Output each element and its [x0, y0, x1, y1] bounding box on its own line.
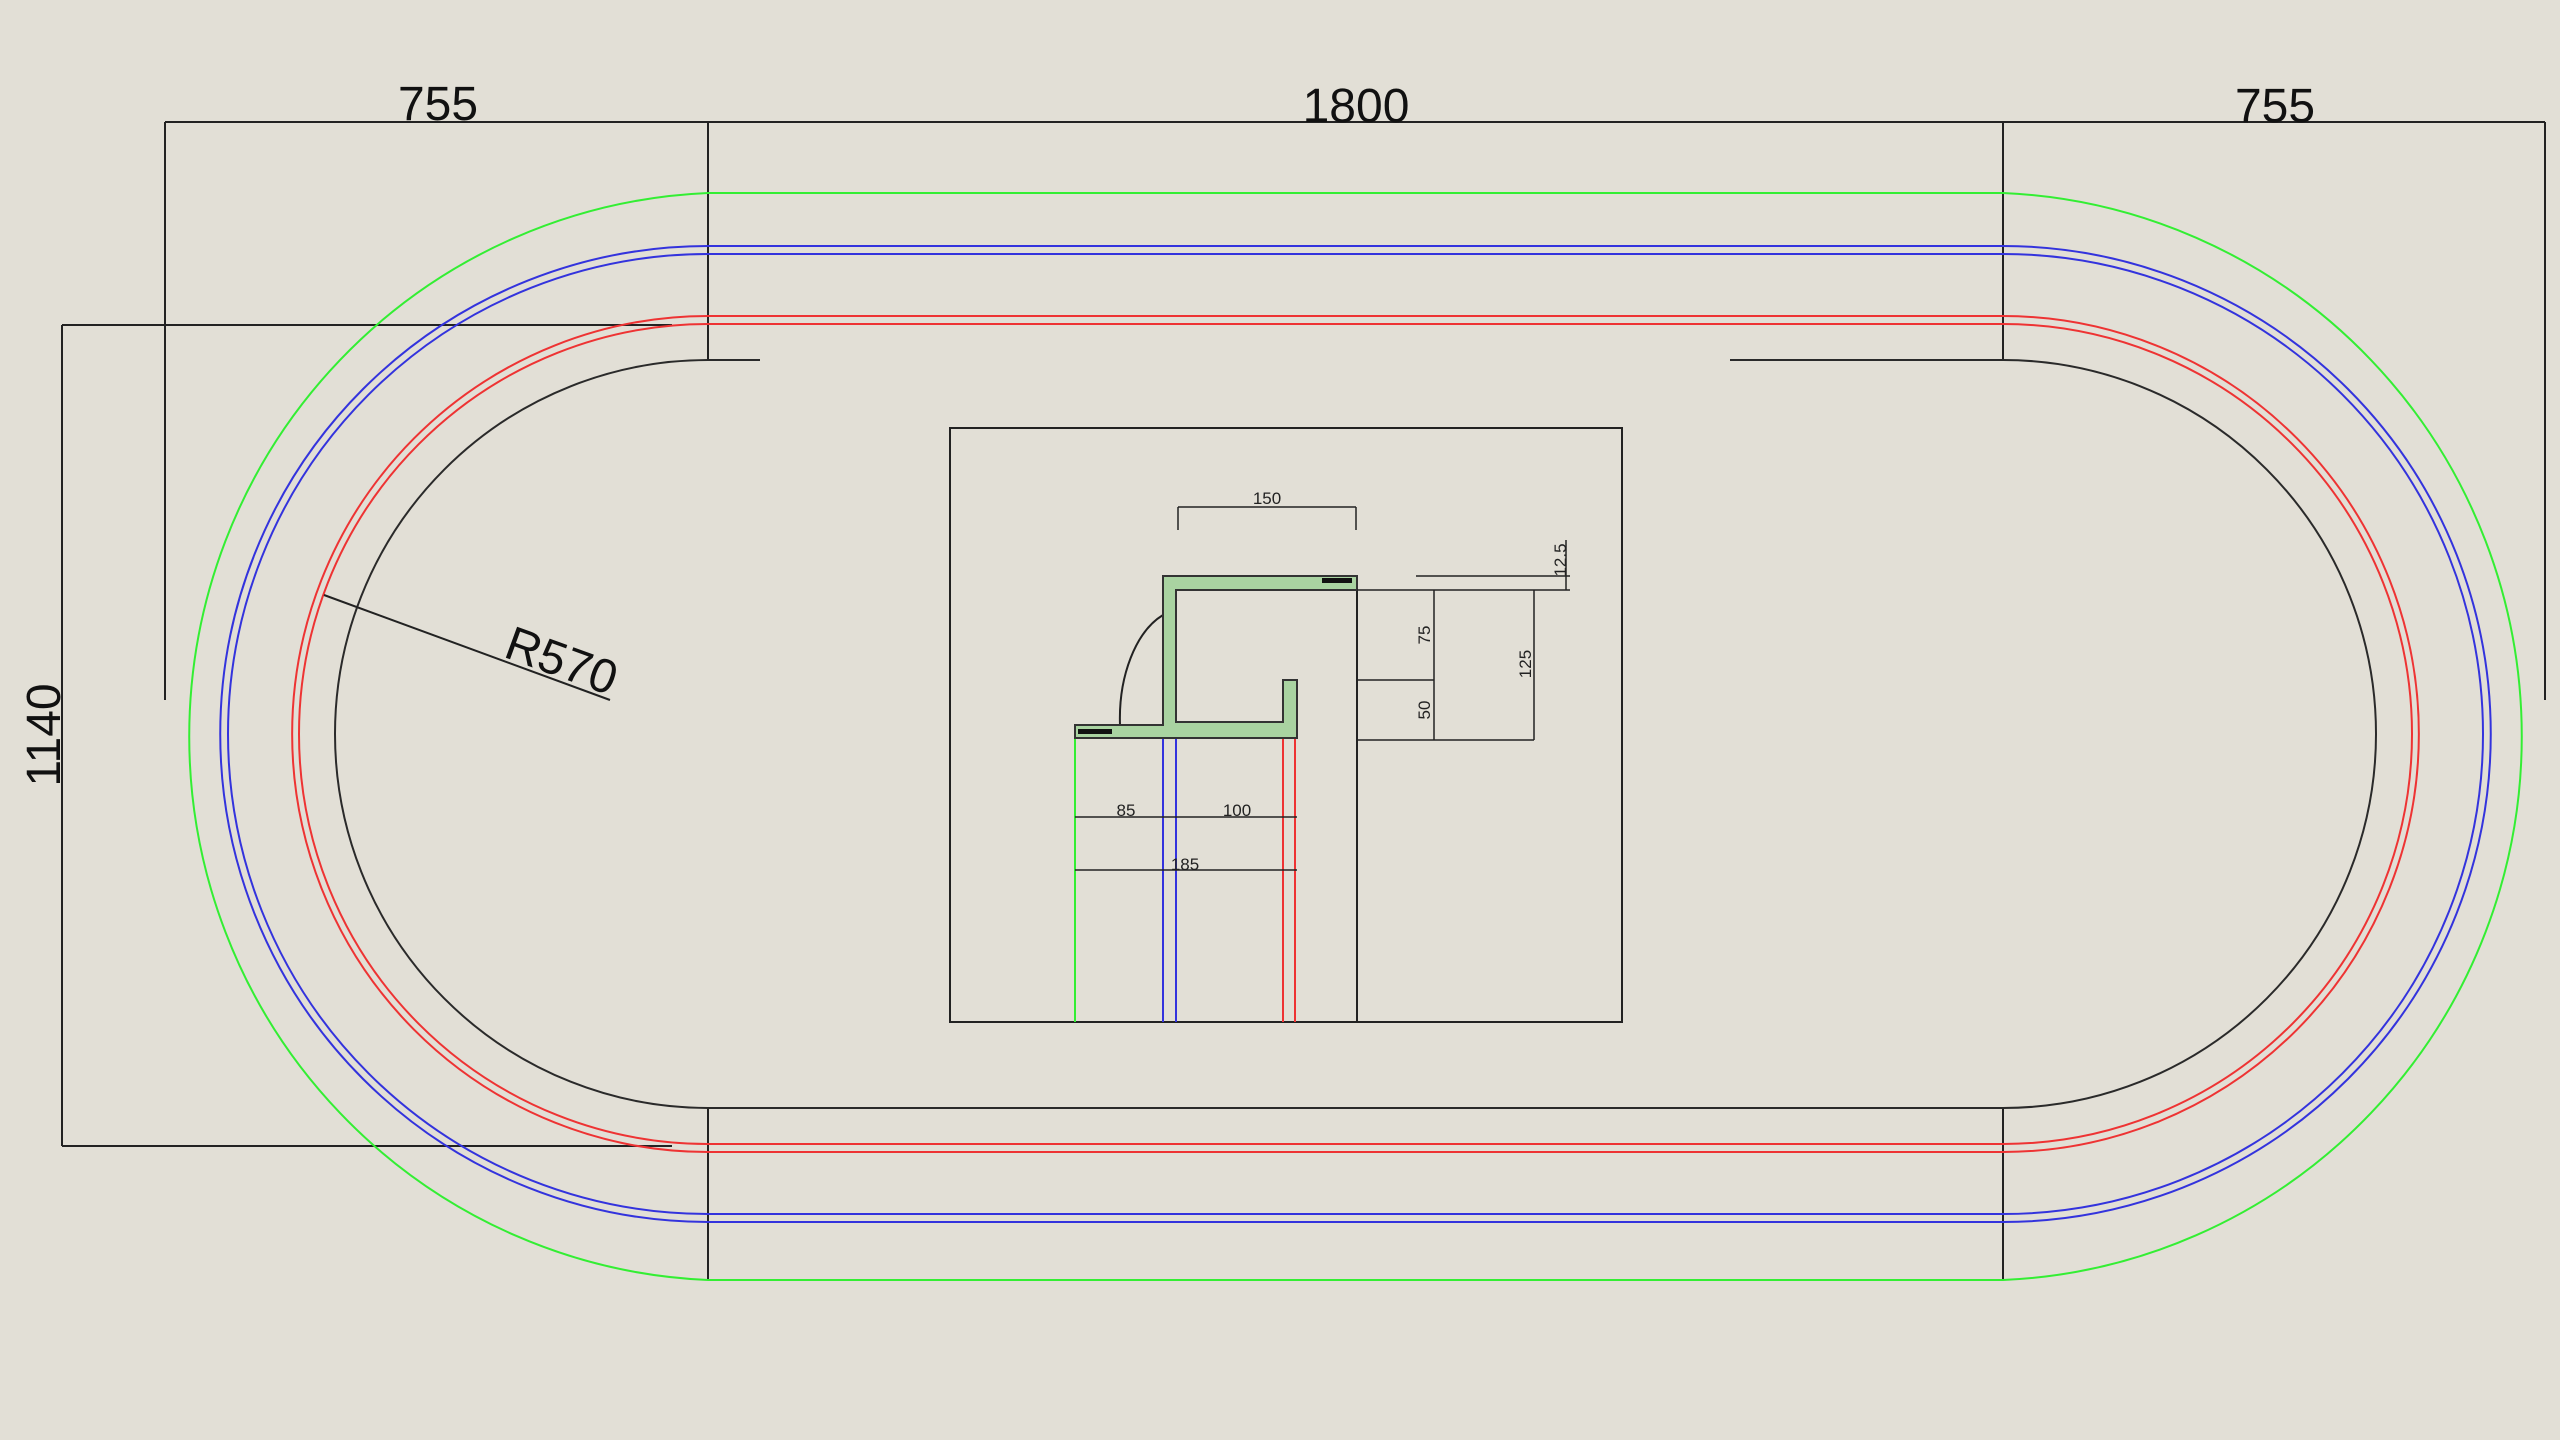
detail-dim-span-total: 185	[1171, 855, 1199, 874]
detail-dim-upper-height: 75	[1415, 626, 1434, 645]
detail-dim-lower-height: 50	[1415, 701, 1434, 720]
detail-dimension-lines	[1075, 506, 1570, 871]
detail-door-arc	[1118, 614, 1164, 726]
middle-track-blue	[219, 245, 2492, 1223]
profile-cap-left	[1078, 729, 1112, 734]
detail-view: 150 12.5 75 50 125 85 100 185	[949, 427, 1623, 1023]
dim-right-width: 755	[2235, 80, 2315, 133]
detail-dim-thickness: 12.5	[1551, 543, 1570, 576]
dim-center-width: 1800	[1303, 80, 1410, 133]
dim-radius: R570	[498, 617, 624, 706]
dim-left-width: 755	[398, 78, 478, 131]
dim-height: 1140	[18, 683, 71, 786]
radius-leader	[323, 594, 611, 701]
inner-track-red	[291, 315, 2420, 1153]
profile-cap-right	[1322, 578, 1352, 583]
detail-dim-top-width: 150	[1253, 489, 1281, 508]
outer-track-green	[188, 192, 2523, 1281]
overall-dimension-lines	[61, 121, 2546, 1280]
inner-stadium-outline	[334, 359, 2377, 1109]
detail-dim-span-a: 85	[1117, 801, 1136, 820]
detail-dim-span-b: 100	[1223, 801, 1251, 820]
profile-shape	[1074, 575, 1358, 739]
detail-dim-total-height: 125	[1516, 650, 1535, 678]
detail-frame	[949, 427, 1623, 1023]
